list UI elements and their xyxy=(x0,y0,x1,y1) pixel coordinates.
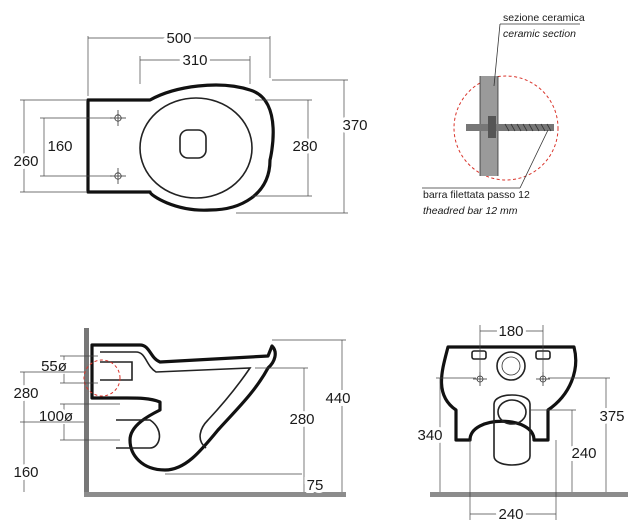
section-detail: sezione ceramica ceramic section barra f… xyxy=(422,12,585,217)
dim-outlet-height-front: 240 xyxy=(571,445,596,462)
side-view-trap xyxy=(100,351,252,449)
label-bar-it: barra filettata passo 12 xyxy=(423,189,530,201)
dim-mount-height: 260 xyxy=(13,153,38,170)
top-view-outline xyxy=(86,83,275,212)
dim-left-height: 340 xyxy=(417,427,442,444)
front-bolt-left xyxy=(473,372,487,386)
detail-circle xyxy=(453,75,559,181)
dim-bottom-width: 240 xyxy=(498,506,523,523)
top-view-outlet xyxy=(179,129,207,159)
dim-bowl-height: 280 xyxy=(289,411,314,428)
label-bar-en: theadred bar 12 mm xyxy=(423,205,518,217)
bolt-hole-lower xyxy=(110,168,126,184)
label-ceramic-it: sezione ceramica xyxy=(503,12,585,24)
dim-bowl-depth: 280 xyxy=(292,138,317,155)
dim-inlet-dia: 55ø xyxy=(41,358,67,375)
front-view-outline xyxy=(440,345,578,442)
front-outlet xyxy=(497,399,527,425)
bolt-hole-upper xyxy=(110,110,126,126)
dim-right-height: 375 xyxy=(599,408,624,425)
dim-inlet-height: 280 xyxy=(13,385,38,402)
dim-outlet-dia: 100ø xyxy=(39,408,73,425)
side-view: 55ø 280 100ø 160 280 440 75 xyxy=(10,328,354,497)
dim-depth-total: 370 xyxy=(342,117,367,134)
dim-length: 500 xyxy=(166,30,191,47)
front-view: 180 240 340 375 240 xyxy=(414,320,628,524)
dim-gap: 75 xyxy=(307,477,324,494)
side-view-outline xyxy=(90,343,277,472)
dim-top-width: 180 xyxy=(498,323,523,340)
dim-total-height: 440 xyxy=(325,390,350,407)
front-inlet xyxy=(496,351,526,381)
wall xyxy=(84,328,89,496)
top-view-bowl-rim xyxy=(139,97,253,199)
side-detail-circle xyxy=(83,359,121,397)
dim-bolt-spacing: 160 xyxy=(47,138,72,155)
threaded-bar xyxy=(466,124,554,131)
dim-bowl-width: 310 xyxy=(182,52,207,69)
front-floor xyxy=(430,492,628,497)
front-bolt-right xyxy=(536,372,550,386)
dim-outlet-height: 160 xyxy=(13,464,38,481)
label-ceramic-en: ceramic section xyxy=(503,28,576,40)
top-view: 500 310 370 160 260 280 xyxy=(10,27,371,214)
floor xyxy=(84,492,346,497)
